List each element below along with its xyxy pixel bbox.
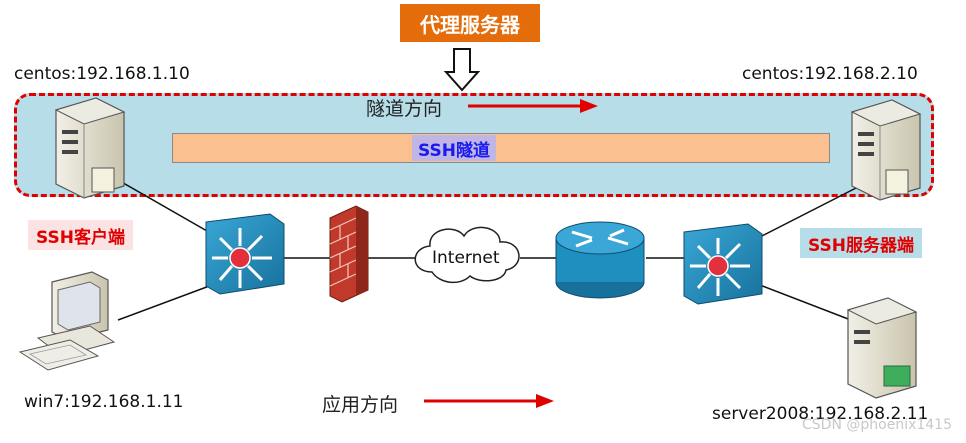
switch-icon	[683, 223, 763, 305]
switch-icon	[205, 213, 285, 295]
firewall-icon	[329, 205, 369, 303]
ssh-tunnel-label: SSH隧道	[412, 135, 496, 161]
proxy-server-title: 代理服务器	[400, 4, 540, 42]
desktop-pc-icon	[18, 271, 116, 371]
cloud-icon	[414, 226, 520, 284]
server-icon	[846, 297, 918, 399]
server-centos-label: centos:192.168.2.10	[742, 64, 918, 84]
internet-label: Internet	[432, 248, 500, 268]
server-icon	[850, 99, 922, 201]
client-centos-label: centos:192.168.1.10	[14, 64, 190, 84]
hollow-down-arrow-icon	[443, 48, 481, 92]
ssh-client-badge: SSH客户端	[28, 220, 133, 250]
router-icon	[555, 221, 645, 299]
tunnel-direction-label: 隧道方向	[366, 98, 443, 120]
tunnel-direction-arrow	[468, 99, 598, 113]
win7-label: win7:192.168.1.11	[24, 392, 184, 412]
server-icon	[54, 97, 126, 199]
ssh-server-badge: SSH服务器端	[800, 228, 922, 258]
watermark: CSDN @phoenix1415	[802, 417, 952, 433]
application-direction-label: 应用方向	[322, 394, 399, 416]
application-direction-arrow	[424, 394, 554, 408]
server2008-label: server2008:192.168.2.11	[712, 404, 929, 424]
ssh-tunnel-bar	[172, 133, 830, 163]
